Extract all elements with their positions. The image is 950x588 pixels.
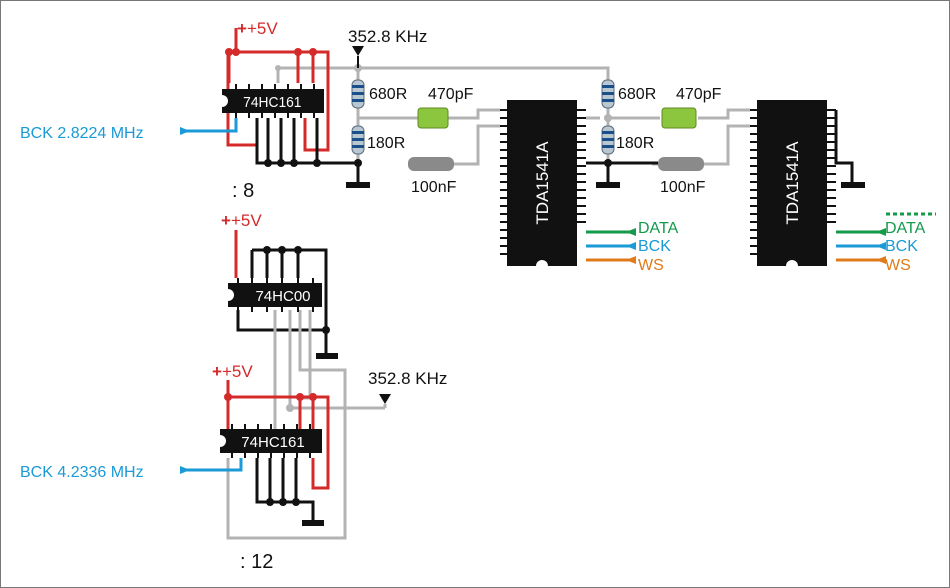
resistor-680r-left-label: 680R — [369, 86, 407, 103]
counter-top-circuit: 74HC161 BCK 2.8224 MHz ++5V : 8 — [20, 19, 750, 202]
capacitor-icon — [417, 107, 449, 129]
chip-label-counter-top: 74HC161 — [243, 95, 301, 112]
signal-data-right-label: DATA — [885, 220, 926, 237]
arrow-down-icon — [352, 46, 364, 56]
capacitor-470pf-left-label: 470pF — [428, 86, 474, 103]
chip-label-counter-bottom: 74HC161 — [241, 434, 304, 451]
resistor-icon — [601, 125, 615, 155]
signal-ws-right-label: WS — [885, 257, 911, 274]
freq-tap-mid-label: 352.8 KHz — [368, 369, 447, 388]
gate-circuit: 74HC00 ++5V — [221, 211, 385, 540]
resistor-icon — [351, 79, 365, 109]
divide-by-8-label: : 8 — [232, 180, 254, 202]
dip-ic-icon — [220, 424, 322, 458]
dip-ic-icon — [757, 100, 827, 266]
counter-bottom-circuit: 74HC161 BCK 4.2336 MHz ++5V : 12 — [20, 362, 330, 573]
dac-left: TDA1541A DATA BCK WS — [500, 100, 679, 274]
arrow-down-icon — [379, 394, 391, 404]
bck-input-bottom-label: BCK 4.2336 MHz — [20, 464, 144, 481]
rc-network-left: 680R 470pF 180R 100nF — [351, 79, 474, 196]
chip-label-dac-right: TDA1541A — [783, 141, 802, 225]
arrow-left-icon — [876, 228, 886, 236]
chip-label-dac-left: TDA1541A — [533, 141, 552, 225]
capacitor-icon — [408, 157, 454, 171]
rc-network-right: 680R 470pF 180R 100nF — [586, 79, 722, 196]
vcc-mid-label: ++5V — [221, 211, 262, 230]
ground-symbol-icon — [596, 182, 620, 188]
divide-by-12-label: : 12 — [240, 551, 273, 573]
arrow-left-icon — [626, 228, 636, 236]
arrow-left-icon — [876, 256, 886, 264]
signal-ws-left-label: WS — [638, 257, 664, 274]
dip-ic-icon — [222, 84, 324, 118]
chip-label-gate: 74HC00 — [255, 288, 310, 305]
ground-symbol-icon — [841, 182, 865, 188]
capacitor-470pf-right-label: 470pF — [676, 86, 722, 103]
dac-right: TDA1541A DATA BCK WS — [750, 100, 936, 274]
ground-symbol-icon — [346, 182, 370, 188]
vcc-low-label: ++5V — [212, 362, 253, 381]
vcc-top-label: ++5V — [237, 19, 278, 38]
signal-bck-left-label: BCK — [638, 238, 671, 255]
resistor-180r-right-label: 180R — [616, 135, 654, 152]
dip-ic-icon — [507, 100, 577, 266]
arrow-right-icon — [180, 466, 190, 474]
arrow-left-icon — [626, 242, 636, 250]
arrow-right-icon — [180, 127, 190, 135]
freq-tap-top-label: 352.8 KHz — [348, 27, 427, 46]
signal-data-left-label: DATA — [638, 220, 679, 237]
arrow-left-icon — [876, 242, 886, 250]
ground-symbol-icon — [302, 520, 324, 526]
resistor-icon — [601, 79, 615, 109]
ground-symbol-icon — [316, 353, 338, 359]
resistor-icon — [351, 125, 365, 155]
capacitor-icon — [661, 107, 697, 129]
resistor-680r-right-label: 680R — [618, 86, 656, 103]
resistor-180r-left-label: 180R — [367, 135, 405, 152]
bck-input-top-label: BCK 2.8224 MHz — [20, 125, 144, 142]
arrow-left-icon — [626, 256, 636, 264]
capacitor-icon — [658, 157, 704, 171]
signal-bck-right-label: BCK — [885, 238, 918, 255]
capacitor-100nf-right-label: 100nF — [660, 179, 706, 196]
dip-ic-icon — [228, 278, 322, 312]
capacitor-100nf-left-label: 100nF — [411, 179, 457, 196]
